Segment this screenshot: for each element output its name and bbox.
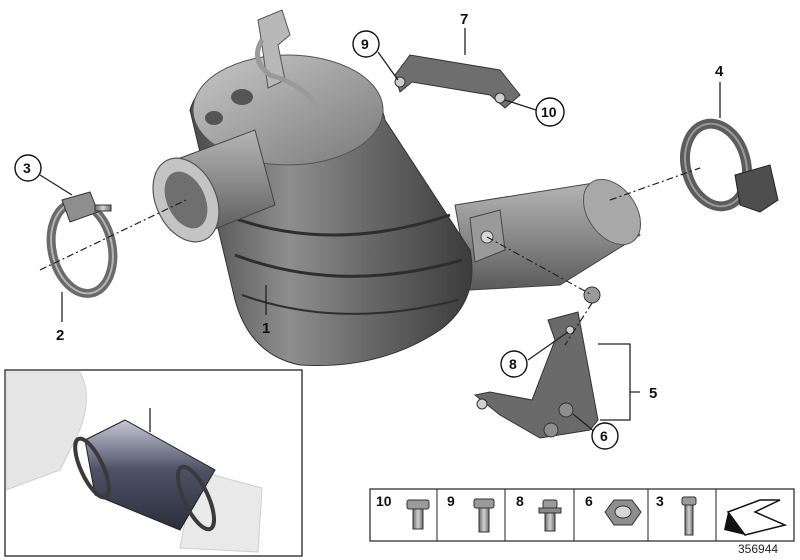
callout-4: 4	[715, 63, 724, 80]
inset-faded-body	[5, 371, 87, 491]
flex-pipe-ring	[73, 436, 111, 500]
flange-bolt-icon	[406, 499, 430, 530]
leader-9	[377, 51, 399, 81]
leader-10	[504, 99, 537, 111]
filter-ring	[234, 253, 463, 278]
pipe-clamp	[680, 118, 779, 213]
tray-label-10: 10	[376, 493, 392, 509]
long-bolt-icon	[681, 496, 697, 536]
arrow-pointing-down-left-icon	[724, 499, 788, 536]
callout-5: 5	[649, 385, 657, 402]
callout-10: 10	[535, 97, 565, 127]
svg-text:3: 3	[23, 160, 31, 176]
leader-3	[39, 174, 73, 196]
assembly-line	[39, 199, 187, 271]
flange-nut-icon	[604, 499, 642, 526]
tray-label-3: 3	[656, 493, 664, 509]
sensor-tube	[255, 38, 323, 112]
leader-5-bracket	[598, 343, 640, 421]
hex-bolt-icon	[473, 498, 495, 533]
v-band-bolt-block	[61, 191, 99, 223]
support-bracket-top	[394, 54, 521, 109]
particulate-filter	[152, 9, 642, 367]
callout-8: 8	[500, 350, 528, 378]
callout-1: 1	[262, 320, 270, 337]
v-band-bolt	[94, 204, 112, 212]
tray-label-6: 6	[585, 493, 593, 509]
sensor-boss	[205, 111, 223, 125]
callout-9: 9	[352, 30, 380, 58]
bracket-hole	[476, 398, 488, 410]
svg-text:10: 10	[541, 104, 557, 120]
callout-3: 3	[14, 154, 42, 182]
outlet-pipe-end	[582, 178, 642, 246]
torx-bolt-icon	[538, 499, 562, 532]
nut	[543, 422, 559, 438]
v-band-clamp	[46, 191, 118, 298]
assembly-line	[609, 167, 701, 201]
callout-7: 7	[460, 11, 468, 28]
hardware-tray: 10 9 8 6 3	[369, 488, 795, 542]
tray-label-8: 8	[516, 493, 524, 509]
assembly-line	[564, 302, 593, 346]
bolt-part-8	[583, 286, 601, 304]
nut	[558, 402, 574, 418]
svg-text:6: 6	[600, 428, 608, 444]
reference-number: 356944	[738, 542, 778, 556]
assembly-line	[486, 236, 593, 296]
callout-6: 6	[591, 422, 619, 450]
leader-6	[572, 413, 596, 433]
clamp-bolt-block	[734, 164, 779, 213]
support-bracket-lower	[473, 311, 599, 439]
callout-2: 2	[56, 327, 64, 344]
svg-text:8: 8	[509, 356, 517, 372]
bracket-hole	[494, 92, 506, 104]
flex-pipe-ring	[175, 464, 217, 532]
inset-detail-flex-pipe	[4, 369, 303, 557]
leader-8	[527, 331, 569, 361]
svg-text:9: 9	[361, 36, 369, 52]
flex-pipe	[84, 419, 216, 531]
sensor-boss	[231, 89, 253, 105]
filter-ring	[224, 213, 451, 237]
tray-label-9: 9	[447, 493, 455, 509]
